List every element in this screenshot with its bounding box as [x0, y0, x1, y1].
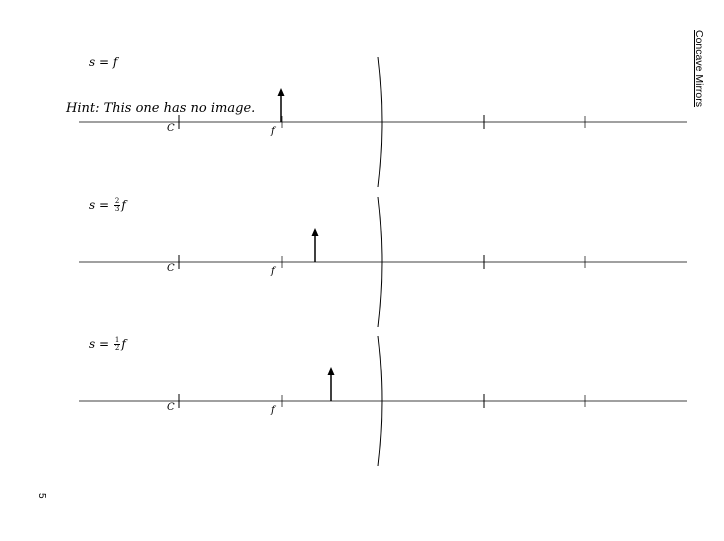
focal-label: f	[271, 405, 275, 416]
focal-label: f	[271, 266, 275, 277]
panel-3-equation: s = 1 2 f	[89, 337, 126, 352]
object-arrow-head	[277, 88, 285, 96]
equation-equals: =	[99, 198, 110, 212]
object-arrow-head	[311, 228, 319, 236]
fraction-numerator: 2	[113, 197, 121, 206]
object-arrow-head	[327, 367, 335, 375]
center-label: C	[167, 123, 175, 134]
side-title: Concave Mirrors	[690, 30, 708, 110]
concave-mirror	[377, 335, 383, 467]
fraction-denominator: 3	[114, 205, 120, 213]
equation-rhs: f	[121, 337, 126, 351]
equation-fraction: 1 2	[113, 336, 121, 352]
panel-2-equation: s = 2 3 f	[89, 198, 126, 213]
panel-1-equation: s = f	[89, 55, 117, 69]
focal-label: f	[271, 126, 275, 137]
panel-1-diagram	[79, 56, 687, 188]
equation-rhs: f	[121, 198, 126, 212]
concave-mirror	[377, 196, 383, 328]
center-label: C	[167, 402, 175, 413]
equation-rhs: f	[112, 55, 118, 69]
panel-2-diagram	[79, 196, 687, 328]
concave-mirror	[377, 56, 383, 188]
panel-3-diagram	[79, 335, 687, 467]
equation-lhs: s	[89, 198, 96, 212]
hint-text: Hint: This one has no image.	[66, 101, 256, 116]
equation-lhs: s	[89, 337, 96, 351]
center-label: C	[167, 263, 175, 274]
equation-fraction: 2 3	[113, 197, 121, 213]
page-number: 5	[36, 493, 48, 505]
side-title-text: Concave Mirrors	[693, 30, 705, 108]
equation-lhs: s	[89, 55, 96, 69]
equation-equals: =	[99, 337, 110, 351]
page-number-text: 5	[36, 493, 47, 499]
fraction-numerator: 1	[113, 336, 121, 345]
equation-equals: =	[99, 55, 110, 69]
fraction-denominator: 2	[114, 344, 120, 352]
